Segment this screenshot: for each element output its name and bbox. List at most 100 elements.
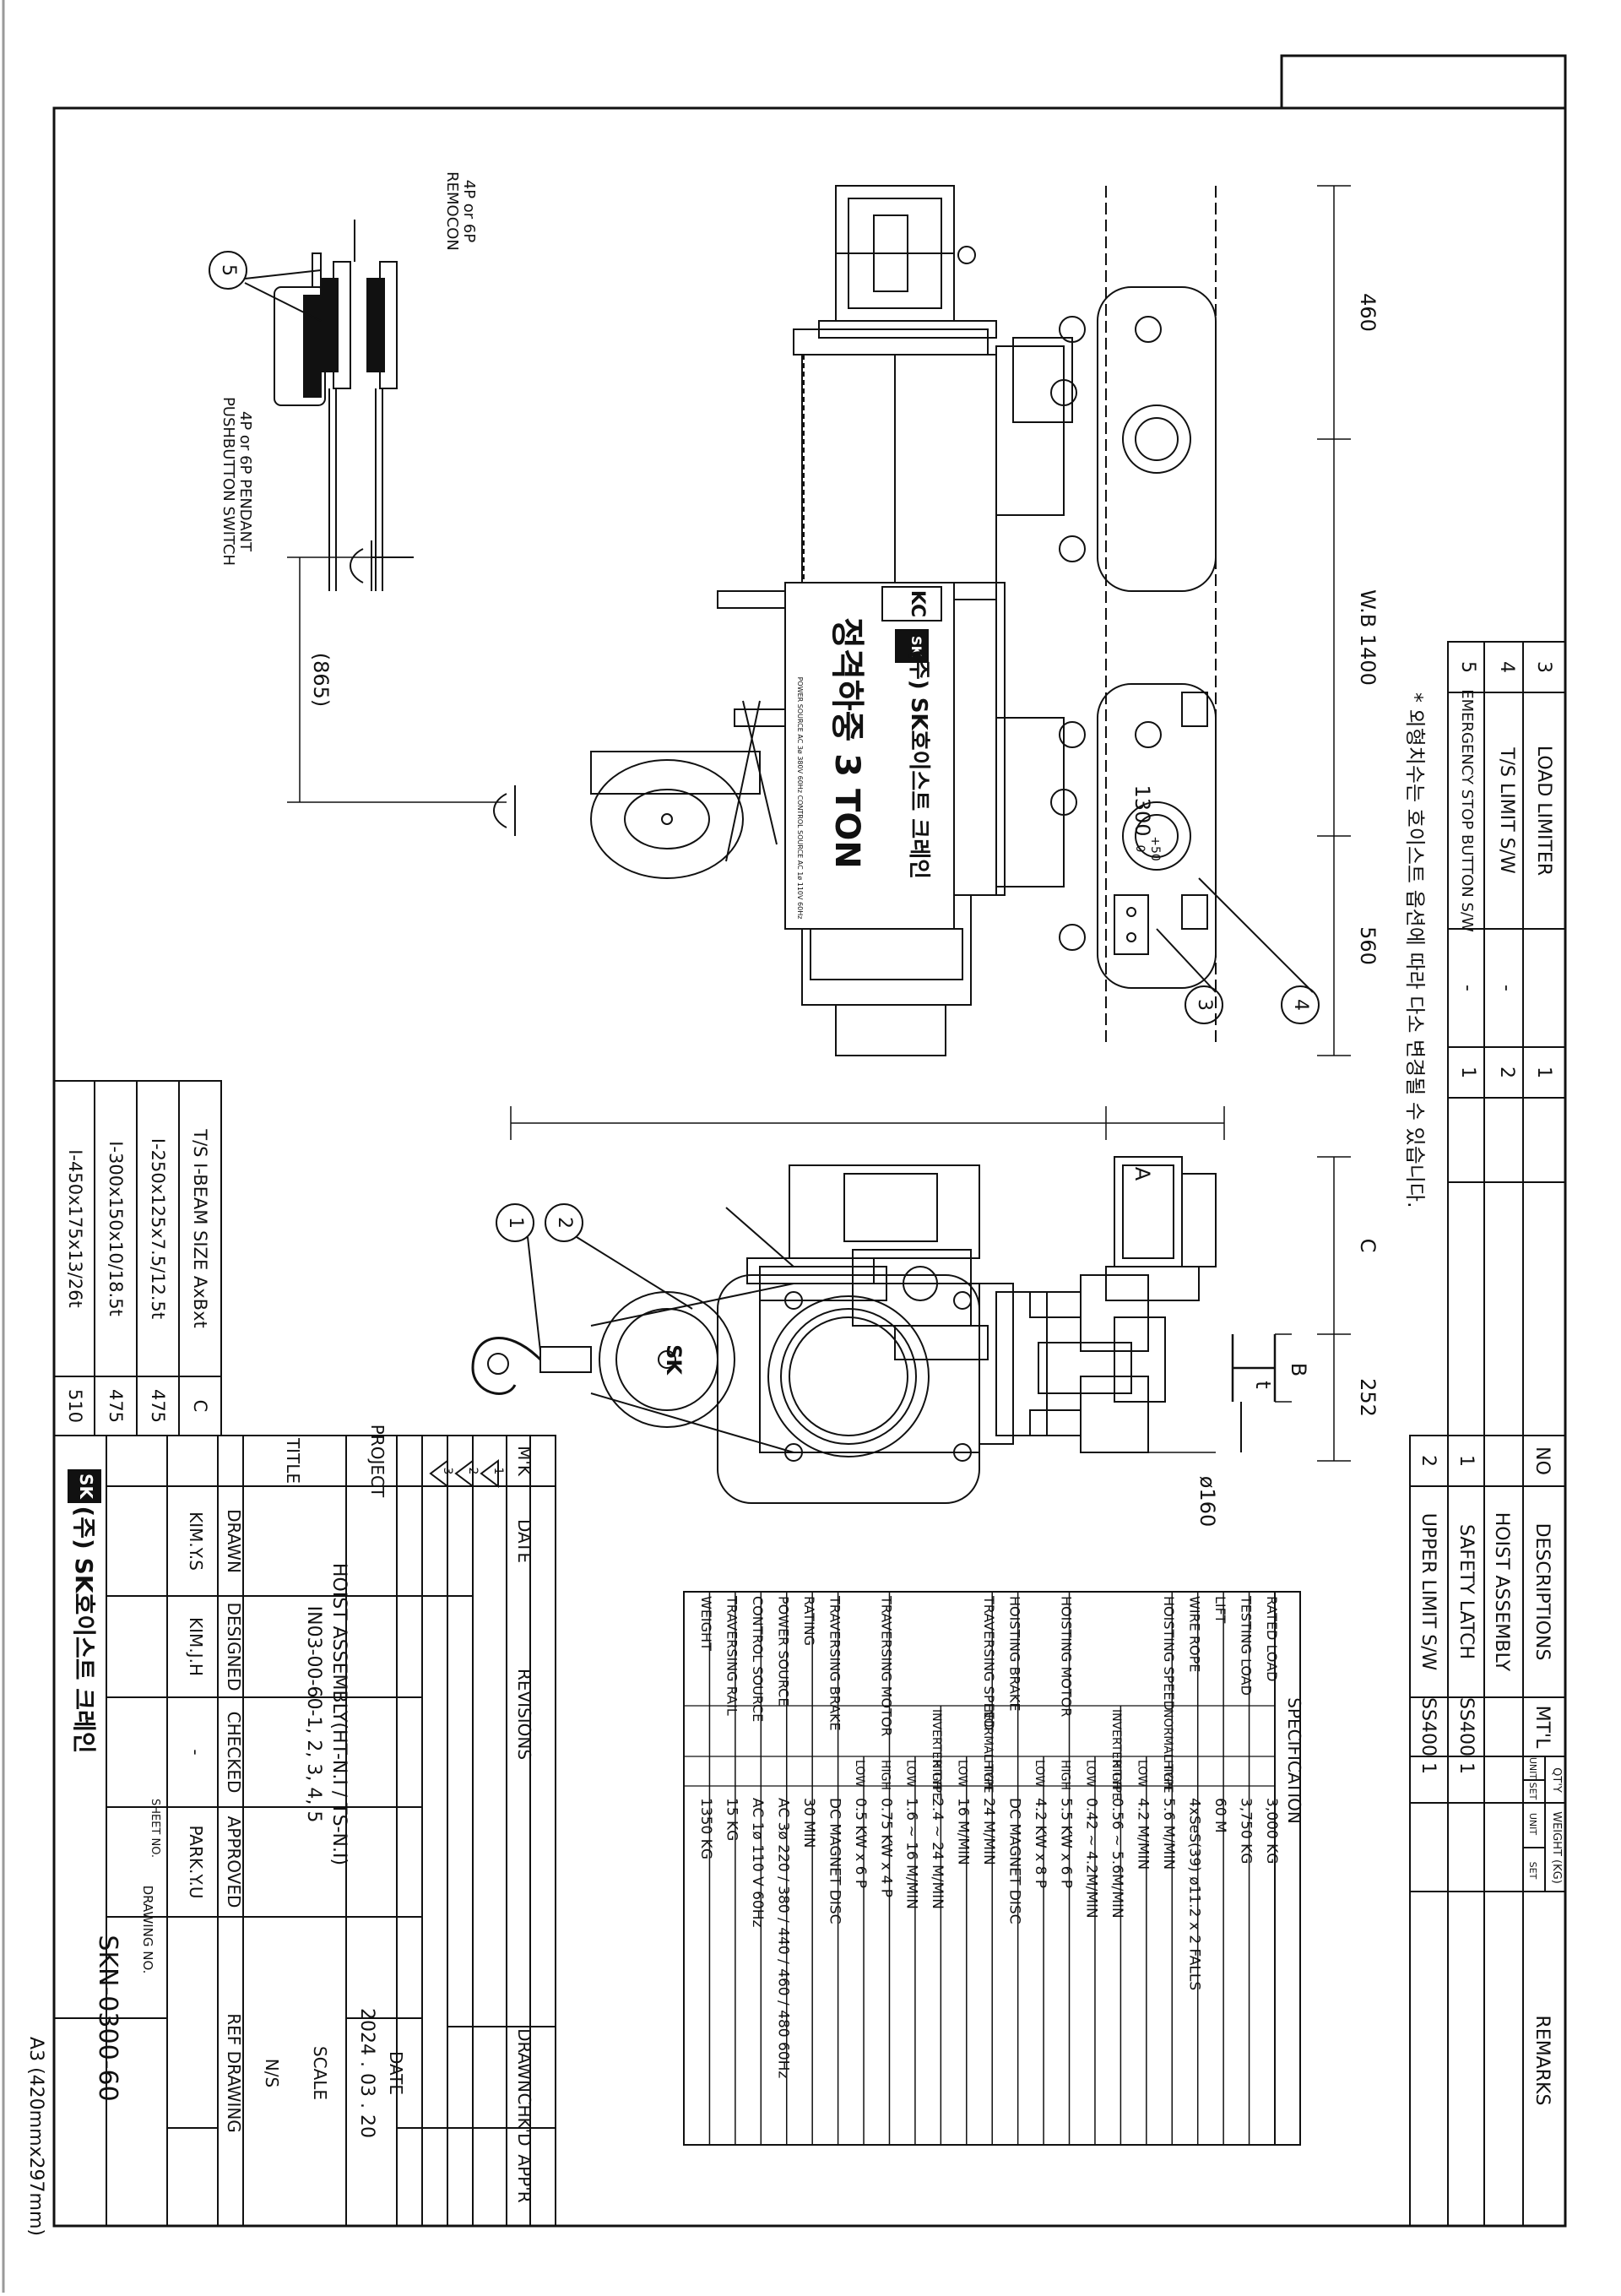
beam-row-3-size: I-450x175x13/26t — [65, 1149, 85, 1308]
parts-sub-unit-2: UNIT — [1527, 1813, 1538, 1836]
balloon-4: 4 — [1290, 999, 1311, 1011]
parts-row-2-mtl: SS400 — [1418, 1697, 1439, 1756]
spec-value: 60 M — [1212, 1798, 1228, 1833]
revision-header-appr: APP'R — [514, 2154, 534, 2202]
parts-header-qty: QT'Y — [1550, 1767, 1563, 1793]
scale-value: N/S — [262, 2059, 282, 2087]
parts-header-weight: WEIGHT (KG) — [1550, 1811, 1563, 1884]
revision-header-chkd: CHK'D — [514, 2092, 534, 2146]
beam-row-2-c: 475 — [106, 1389, 126, 1423]
note-text: * 외형치수는 호이스트 옵션에 따라 다소 변경될 수 있습니다. — [1403, 692, 1427, 1208]
spec-label: TRAVERSING MOTOR — [878, 1595, 894, 1737]
spec-label: TRAVERSING RAIL — [724, 1595, 740, 1716]
spec-grade: LOW — [853, 1760, 866, 1787]
role-approved-name: PARK.Y.U — [186, 1826, 206, 1899]
role-drawn-name: KIM.Y.S — [186, 1512, 206, 1571]
spec-value: 30 MIN — [800, 1798, 817, 1848]
spec-value: AC 1ø 110 V 60Hz — [749, 1798, 766, 1928]
spec-value: 0.5 KW x 6 P — [852, 1798, 869, 1888]
dim-b: B — [1287, 1363, 1310, 1376]
hoist-side-view — [471, 1156, 1277, 1504]
parts-row-3-no: 3 — [1533, 661, 1554, 673]
beam-row-1-c: 475 — [148, 1389, 168, 1423]
parts-row-5-mtl: - — [1457, 985, 1478, 991]
spec-title: SPECIFICATION — [1284, 1697, 1304, 1824]
sheave-mark: SK — [662, 1344, 686, 1376]
sheet-size: A3 (420mmx297mm) — [25, 2037, 46, 2236]
dim-160: ø160 — [1195, 1476, 1219, 1528]
revision-header-drawn: DRAWN — [514, 2028, 534, 2092]
plate-brand: (주) SK호이스트 크레인 — [906, 649, 931, 879]
spec-value: DC MAGNET DISC — [826, 1798, 843, 1924]
plate-rated-load: 정격하중 3 TON — [827, 617, 866, 869]
title-block — [53, 1435, 556, 2227]
spec-value: 5.5 KW x 6 P — [1057, 1798, 1074, 1888]
role-checked-name: - — [186, 1749, 206, 1755]
balloon-5-circle — [209, 251, 247, 290]
spec-label: RATING — [801, 1596, 817, 1646]
parts-row-4-desc: T/S LIMIT S/W — [1496, 746, 1517, 874]
spec-value: AC 3ø 220 / 380 / 440 / 460 / 480 60Hz — [775, 1798, 792, 2078]
border-tab — [1280, 54, 1567, 108]
balloons — [209, 251, 1320, 1352]
balloon-1-circle — [496, 1203, 534, 1242]
spec-value: 3,750 KG — [1237, 1798, 1254, 1864]
spec-value: DC MAGNET DISC — [1006, 1798, 1022, 1924]
balloon-3: 3 — [1194, 999, 1215, 1011]
company-logo: SK (주) SK호이스트 크레인 — [68, 1469, 101, 1754]
plate-spec-strip: POWER SOURCE AC 3ø 380V 60Hz CONTROL SOU… — [796, 677, 804, 920]
sheet-no-label: SHEET NO. — [149, 1799, 161, 1858]
parts-row-5-unit: 1 — [1457, 1067, 1478, 1078]
spec-label: TRAVERSING BRAKE — [827, 1595, 843, 1731]
spec-sub: NORMAL TYPE — [981, 1709, 995, 1794]
spec-label: HOISTING MOTOR — [1058, 1596, 1074, 1717]
dim-t: t — [1251, 1381, 1275, 1388]
spec-sub: INVERTER TYPE — [1109, 1709, 1123, 1800]
parts-row-2-desc: UPPER LIMIT S/W — [1418, 1513, 1439, 1671]
parts-row-1-desc: SAFETY LATCH — [1456, 1524, 1477, 1659]
dim-252: 252 — [1356, 1378, 1380, 1417]
spec-label: POWER SOURCE — [776, 1596, 792, 1706]
scale-label: SCALE — [310, 2046, 330, 2100]
date-label: DATE — [386, 2051, 406, 2095]
spec-value: 16 M/MIN — [955, 1798, 972, 1865]
parts-table — [1409, 641, 1566, 2227]
spec-value: 4.2 KW x 8 P — [1032, 1798, 1049, 1888]
role-drawn-label: DRAWN — [224, 1509, 244, 1573]
revision-marks: 1 2 3 — [429, 1459, 505, 1488]
parts-header-remarks: REMARKS — [1532, 2016, 1553, 2106]
spec-grade: HIGH — [1161, 1760, 1174, 1790]
dim-1300: 1300 — [1130, 784, 1154, 836]
spec-grade: HIGH — [1058, 1760, 1071, 1790]
spec-grade: HIGH — [981, 1760, 995, 1790]
balloon-labels: 5 3 4 1 2 — [218, 264, 1311, 1229]
spec-label: TESTING LOAD — [1238, 1595, 1254, 1696]
spec-grade: LOW — [1033, 1760, 1046, 1787]
title-line-1: IN03-00-60-1, 2, 3, 4, 5 — [303, 1606, 324, 1823]
spec-label: WEIGHT — [698, 1596, 714, 1651]
revision-mark-2: 2 — [466, 1468, 480, 1475]
spec-value: 1.6 ~ 16 M/MIN — [903, 1798, 920, 1909]
spec-grade: HIGH — [1109, 1760, 1123, 1790]
spec-value: 5.6 M/MIN — [1160, 1798, 1177, 1870]
revision-header-date: DATE — [514, 1519, 534, 1563]
hook-icons — [350, 540, 516, 836]
parts-row-2-unit: 1 — [1418, 1762, 1439, 1774]
title-block-labels: M'K DATE REVISIONS DRAWN CHK'D APP'R PRO… — [93, 1425, 534, 2203]
spec-label: HOISTING BRAKE — [1006, 1596, 1022, 1711]
pendant-label-2: PUSHBUTTON SWITCH — [220, 397, 237, 566]
dim-wheelbase: W.B 1400 — [1356, 589, 1380, 686]
parts-row-5-no: 5 — [1457, 661, 1478, 673]
balloon-2: 2 — [554, 1217, 575, 1229]
remote-labels: 4P or 6P REMOCON 4P or 6P PENDANT PUSHBU… — [220, 171, 478, 566]
parts-table-text: NO DESCRIPTIONS MT'L QT'Y UNIT SET WEIGH… — [1418, 661, 1563, 2105]
spec-value: 4xSeS(39) ø11.2 x 2 FALLS — [1185, 1798, 1202, 1990]
project-label: PROJECT — [367, 1425, 388, 1498]
parts-header-no: NO — [1532, 1447, 1553, 1475]
balloon-3-circle — [1185, 985, 1223, 1024]
parts-sub-set-1: SET — [1527, 1783, 1538, 1800]
spec-grade: LOW — [1136, 1760, 1149, 1787]
parts-sub-set-2: SET — [1527, 1862, 1538, 1880]
